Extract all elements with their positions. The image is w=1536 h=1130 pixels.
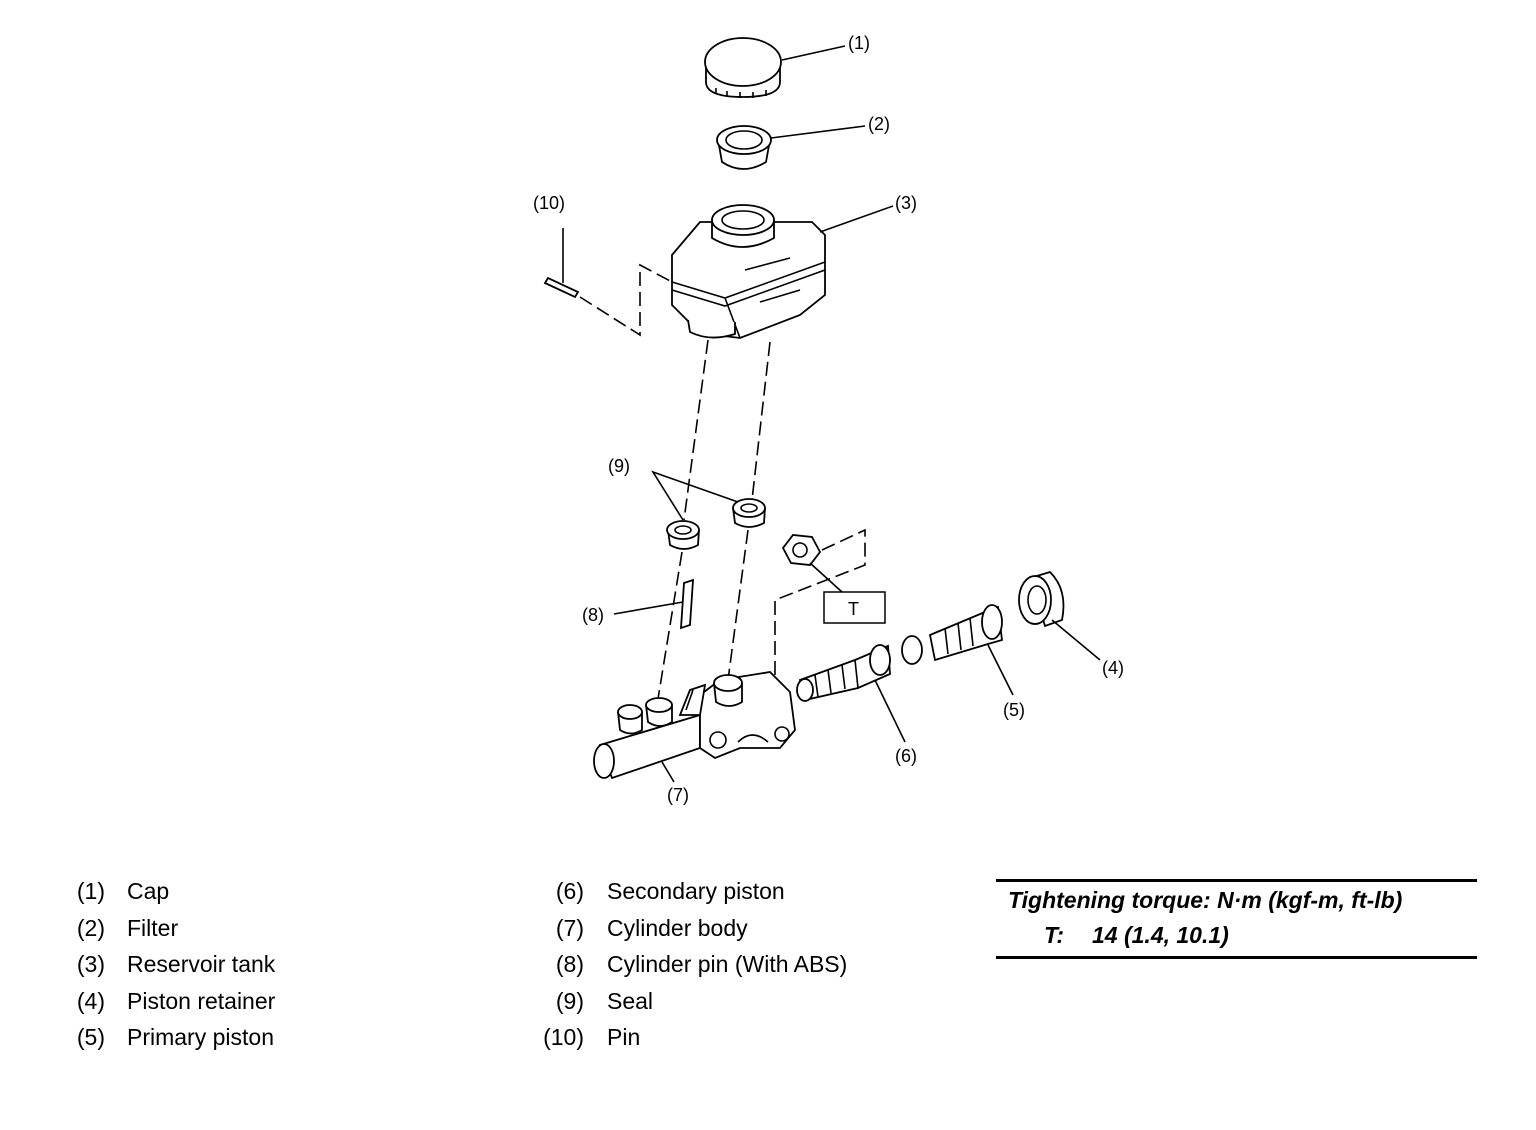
- legend-number: (9): [555, 987, 584, 1014]
- callout-3: (3): [895, 193, 917, 213]
- legend-label: Cylinder body: [607, 914, 748, 941]
- primary-piston-part: [901, 604, 1003, 665]
- legend-item: (7) Cylinder body: [500, 915, 920, 952]
- legend-item: (6) Secondary piston: [500, 878, 920, 915]
- cylinder-body-part: [593, 671, 796, 780]
- legend-number: (2): [76, 914, 105, 941]
- piston-retainer-part: [1018, 570, 1065, 628]
- torque-title: Tightening torque: N·m (kgf-m, ft-lb): [1008, 887, 1403, 913]
- callout-1: (1): [848, 33, 870, 53]
- filter-part: [716, 125, 772, 170]
- legend-item: (10) Pin: [500, 1024, 920, 1061]
- cylinder-pin-part: [680, 578, 694, 630]
- torque-marker-label: T: [848, 599, 859, 619]
- callout-2: (2): [868, 114, 890, 134]
- legend-item: (3) Reservoir tank: [30, 951, 410, 988]
- legend-number: (8): [555, 951, 584, 977]
- legend-left-column: (1) Cap (2) Filter (3) Reservoir tank (4) Pi…: [30, 878, 410, 1061]
- torque-spec-label: T:: [1044, 922, 1065, 948]
- legend-number: (4): [76, 987, 105, 1014]
- legend-item: (9) Seal: [500, 988, 920, 1025]
- seal-part-a: [666, 520, 700, 550]
- legend-number: (10): [543, 1024, 584, 1050]
- legend-item: (8) Cylinder pin (With ABS): [500, 951, 920, 988]
- legend-number: (7): [555, 914, 584, 941]
- legend-label: Cylinder pin (With ABS): [607, 951, 848, 977]
- legend-label: Cap: [127, 878, 170, 904]
- plug-nut-part: [781, 534, 822, 566]
- callout-4: (4): [1102, 658, 1124, 678]
- torque-spec: T: 14 (1.4, 10.1): [1044, 922, 1229, 949]
- callout-8: (8): [582, 605, 604, 625]
- torque-spec-value: 14 (1.4, 10.1): [1092, 922, 1229, 948]
- legend-label: Secondary piston: [607, 878, 785, 904]
- secondary-piston-part: [796, 644, 891, 702]
- reservoir-tank-part: [671, 204, 826, 339]
- legend-label: Filter: [127, 914, 179, 941]
- seal-part-b: [732, 498, 766, 528]
- callout-7: (7): [667, 785, 689, 805]
- pin-part: [543, 228, 580, 299]
- callout-6: (6): [895, 746, 917, 766]
- legend-label: Primary piston: [127, 1024, 274, 1050]
- legend-label: Seal: [607, 987, 654, 1014]
- legend-item: (4) Piston retainer: [30, 988, 410, 1025]
- legend-number: (1): [76, 878, 105, 904]
- callout-9: (9): [608, 456, 630, 476]
- legend-number: (5): [76, 1024, 105, 1050]
- tightening-torque-box: Tightening torque: N·m (kgf-m, ft-lb) T:…: [996, 879, 1477, 959]
- callout-5: (5): [1003, 700, 1025, 720]
- callout-10: (10): [533, 193, 565, 213]
- legend-label: Reservoir tank: [127, 951, 276, 977]
- torque-marker-box: [823, 591, 886, 624]
- exploded-view-diagram: (1) (2) (3) (10) (9): [533, 33, 1124, 805]
- legend-label: Piston retainer: [127, 987, 276, 1014]
- legend-item: (2) Filter: [30, 915, 410, 952]
- legend-item: (1) Cap: [30, 878, 410, 915]
- legend-item: (5) Primary piston: [30, 1024, 410, 1061]
- legend-number: (3): [76, 951, 105, 977]
- cap-part: [704, 37, 782, 98]
- legend-number: (6): [555, 878, 584, 904]
- legend-label: Pin: [607, 1024, 641, 1050]
- legend-right-column: (6) Secondary piston (7) Cylinder body (8)…: [500, 878, 920, 1061]
